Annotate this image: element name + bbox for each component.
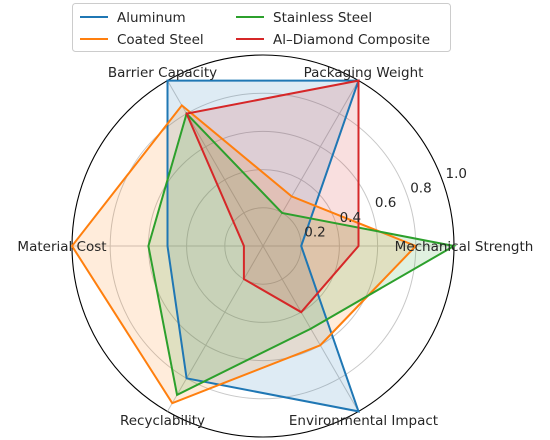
axis-label: Environmental Impact [289, 413, 438, 429]
legend-label: Al–Diamond Composite [273, 32, 430, 48]
radial-tick-label: 0.6 [375, 195, 396, 211]
series-area [186, 80, 359, 313]
axis-label: Barrier Capacity [108, 65, 217, 81]
legend-label: Stainless Steel [273, 10, 372, 26]
axis-label: Mechanical Strength [395, 239, 534, 255]
radial-tick-layer: 0.2 0.4 0.6 0.8 1.0 [304, 166, 467, 241]
axis-label: Recyclability [120, 413, 205, 429]
series-line [70, 103, 418, 405]
radial-tick-label: 0.4 [340, 210, 361, 226]
radial-tick-label: 0.2 [304, 224, 325, 240]
grid-spoke [262, 80, 359, 247]
axis-label: Material Cost [17, 239, 106, 255]
series-line-layer [70, 79, 457, 413]
axis-label-layer: Mechanical Strength Packaging Weight Barri… [17, 65, 533, 429]
axis-label: Packaging Weight [304, 65, 424, 81]
series-line [185, 79, 360, 314]
legend-label: Coated Steel [117, 32, 204, 48]
series-area [148, 113, 454, 395]
radial-tick-label: 0.8 [410, 181, 431, 197]
legend-label: Aluminum [117, 10, 186, 26]
series-line [147, 111, 457, 397]
legend-frame [72, 3, 451, 52]
grid-spoke [167, 245, 264, 412]
radial-tick-label: 1.0 [446, 166, 467, 182]
grid-spoke [167, 80, 264, 247]
